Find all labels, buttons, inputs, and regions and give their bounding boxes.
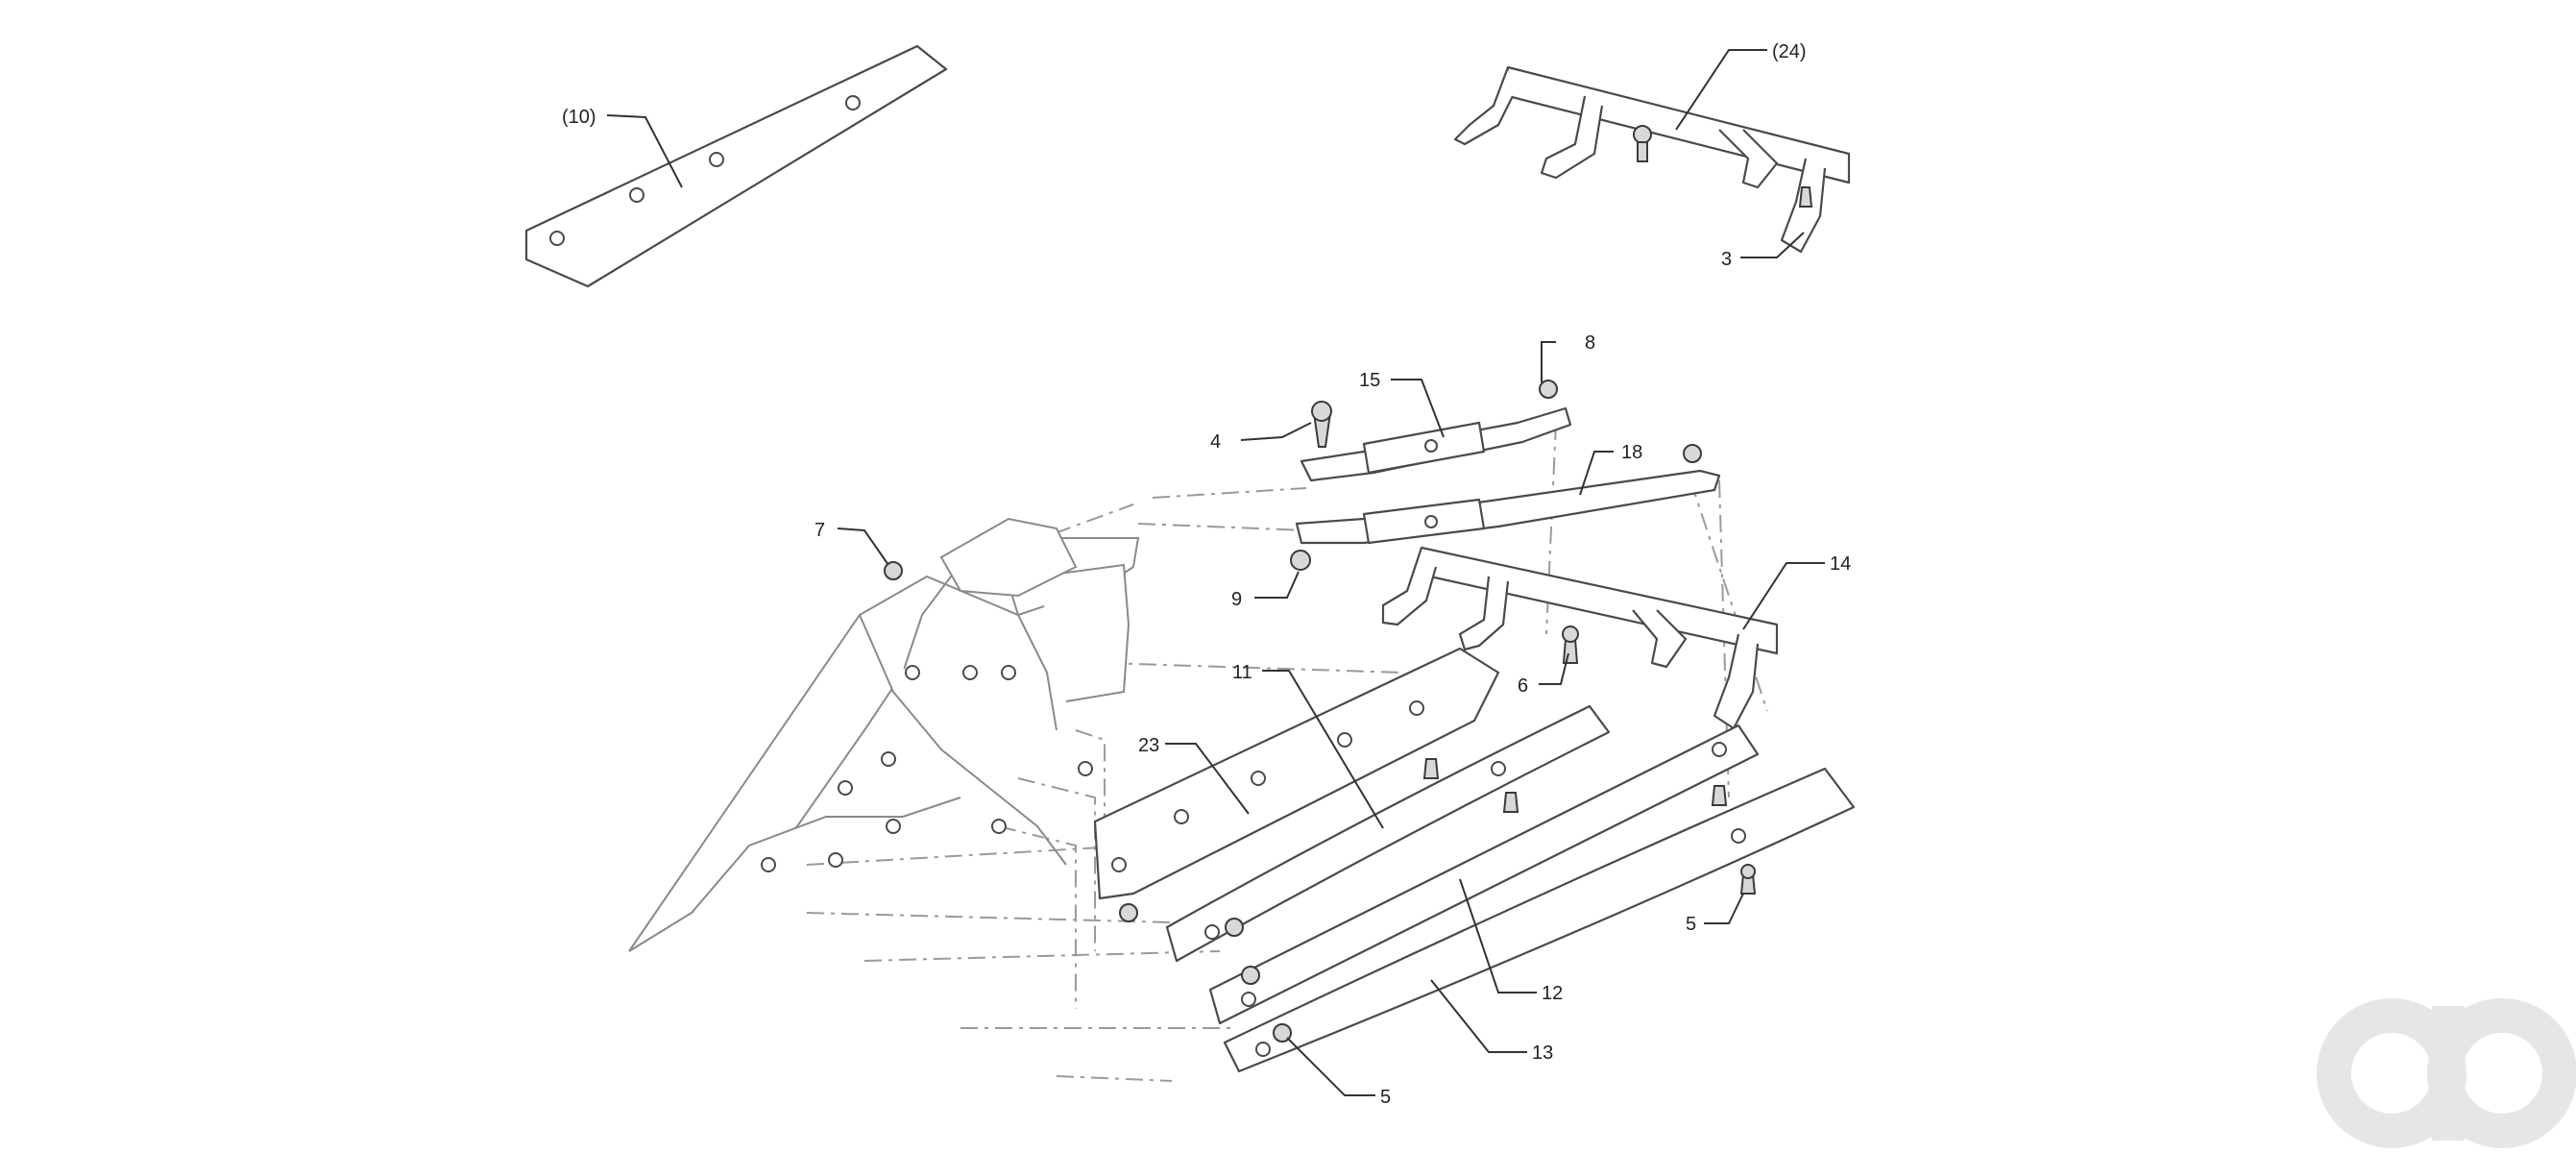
- callout-15: 15: [1359, 370, 1380, 391]
- callout-18: 18: [1621, 442, 1642, 463]
- callout-5-bottom: 5: [1380, 1087, 1391, 1108]
- callout-11: 11: [1232, 662, 1252, 683]
- part-12-strip: [1208, 724, 1760, 1025]
- callout-5-right: 5: [1686, 914, 1696, 935]
- callout-23: 23: [1138, 735, 1159, 756]
- callout-4: 4: [1210, 431, 1221, 453]
- fasteners-lower: [1119, 864, 1757, 1043]
- part-14-hook-bracket: [1381, 546, 1779, 730]
- callout-6: 6: [1518, 675, 1528, 697]
- part-13-strip: [1223, 767, 1856, 1073]
- part-24-hook-bracket: [1453, 65, 1851, 254]
- callout-13: 13: [1532, 1043, 1553, 1064]
- watermark-logo: [2317, 998, 2576, 1148]
- leader-lines: [606, 49, 1825, 1096]
- callout-24: (24): [1772, 41, 1807, 62]
- callout-9: 9: [1231, 589, 1242, 610]
- part-23-shin: [1093, 647, 1500, 900]
- part-10-blade: [524, 44, 948, 288]
- callout-7: 7: [814, 520, 825, 541]
- part-11-strip: [1165, 704, 1611, 963]
- callout-3: 3: [1721, 249, 1732, 270]
- callout-14: 14: [1830, 553, 1851, 575]
- callout-10: (10): [562, 107, 596, 128]
- callout-8: 8: [1585, 332, 1595, 354]
- plough-body-outline: [628, 517, 1140, 952]
- callout-labels: (10) (24) 3 8 15 4 18 7 9 14 11 6 23 5 1…: [562, 41, 1851, 1108]
- part-18-turnbuckle-long: [1295, 469, 1721, 545]
- callout-12: 12: [1542, 983, 1563, 1004]
- fasteners-upper: [884, 380, 1702, 580]
